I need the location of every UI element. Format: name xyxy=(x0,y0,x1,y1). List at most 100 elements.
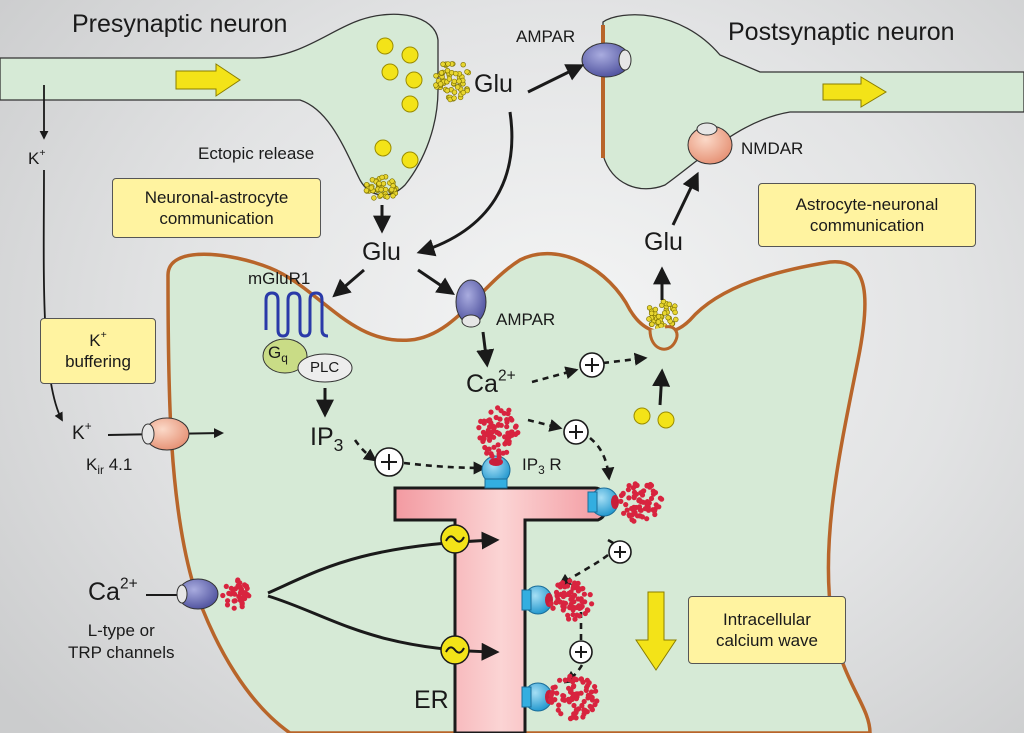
glutamate-molecule xyxy=(673,316,679,323)
plus-circle xyxy=(569,640,593,664)
calcium-ion xyxy=(584,684,590,691)
glutamate-molecule xyxy=(453,70,459,77)
astrocyte-release-site xyxy=(648,325,679,351)
glutamate-molecule xyxy=(460,89,466,96)
calcium-wave-arrow xyxy=(635,591,677,671)
calcium-influx-label: Ca2+ xyxy=(88,575,138,606)
glutamate-molecule xyxy=(672,309,678,316)
glutamate-cluster-synaptic xyxy=(433,61,472,103)
calcium-ion xyxy=(562,584,568,590)
calcium-ion xyxy=(648,495,655,502)
calcium-ion xyxy=(237,595,243,601)
calcium-ion xyxy=(636,504,643,510)
glutamate-molecule xyxy=(444,87,450,94)
calcium-ion xyxy=(644,516,650,522)
calcium-ion xyxy=(584,677,590,683)
g-alpha-protein xyxy=(262,338,308,374)
calcium-ion xyxy=(512,424,519,430)
calcium-ion xyxy=(644,482,650,488)
calcium-ion xyxy=(493,414,499,421)
calcium-ion xyxy=(488,451,494,457)
calcium-ion xyxy=(587,592,593,598)
glutamate-molecule xyxy=(382,186,389,193)
calcium-ion xyxy=(639,499,645,505)
ip3-receptors xyxy=(481,455,619,712)
g-alpha-label: Gq xyxy=(268,343,288,366)
calcium-ion xyxy=(223,583,229,590)
calcium-ion xyxy=(567,578,573,584)
calcium-ion xyxy=(634,482,640,488)
calcium-ion xyxy=(571,702,577,709)
plus-circle xyxy=(608,540,632,564)
glutamate-molecule xyxy=(652,306,659,313)
calcium-ion xyxy=(554,593,560,599)
presynaptic-signal-arrow xyxy=(175,63,241,97)
calcium-ion xyxy=(570,691,576,697)
calcium-ion xyxy=(240,589,246,596)
calcium-ion xyxy=(560,697,566,703)
calcium-ion xyxy=(230,589,236,595)
calcium-ion xyxy=(562,677,568,683)
calcium-ion xyxy=(244,585,250,592)
calcium-ion xyxy=(480,429,486,435)
glutamate-molecule xyxy=(438,70,445,76)
er-label: ER xyxy=(414,686,449,714)
calcium-ion xyxy=(582,707,588,714)
calcium-ion xyxy=(620,491,626,497)
calcium-ion xyxy=(575,585,582,592)
k-ion-inner-label: K+ xyxy=(72,420,92,444)
calcium-ion xyxy=(588,704,595,710)
calcium-ion xyxy=(570,594,576,600)
astrocyte-neuronal-box: Astrocyte-neuronal communication xyxy=(758,183,976,247)
glutamate-molecule xyxy=(390,193,396,199)
glutamate-molecule xyxy=(666,301,672,307)
calcium-ion xyxy=(235,577,241,583)
calcium-ion xyxy=(476,425,482,431)
calcium-ion xyxy=(593,688,599,694)
calcium-ion xyxy=(242,582,248,588)
calcium-ion xyxy=(554,690,560,696)
calcium-ion xyxy=(504,449,510,455)
glutamate-molecule xyxy=(451,78,457,85)
calcium-ion xyxy=(548,601,554,607)
neuronal-astrocyte-box: Neuronal-astrocyte communication xyxy=(112,178,321,238)
glutamate-molecule xyxy=(389,186,395,193)
glutamate-molecule xyxy=(389,178,395,184)
glutamate-molecule xyxy=(440,61,446,67)
glu-label: Glu xyxy=(362,238,401,266)
glutamate-molecule xyxy=(649,321,655,327)
calcium-ion xyxy=(589,601,595,607)
ampar-top-label: AMPAR xyxy=(516,27,576,46)
ip3-receptor xyxy=(521,682,553,712)
calcium-ion xyxy=(621,510,627,516)
calcium-ion xyxy=(637,513,643,519)
ampar-astrocyte-label: AMPAR xyxy=(496,310,556,329)
calcium-ion xyxy=(639,492,646,498)
tilde-indicators xyxy=(440,524,470,665)
calcium-ion xyxy=(225,598,231,604)
ampar-postsynaptic-receptor xyxy=(581,42,632,78)
calcium-ion xyxy=(656,504,662,510)
glutamate-cluster-astro xyxy=(646,298,679,331)
calcium-ion xyxy=(237,584,243,590)
calcium-ion xyxy=(496,451,502,457)
plus-circle xyxy=(579,352,605,378)
calcium-ion xyxy=(573,691,580,697)
calcium-clusters xyxy=(220,405,665,722)
calcium-ion xyxy=(549,699,555,705)
calcium-ion xyxy=(618,498,624,504)
calcium-ion xyxy=(487,417,493,423)
glutamate-molecule xyxy=(433,73,439,79)
calcium-ion xyxy=(486,446,492,452)
glutamate-molecule xyxy=(655,319,662,325)
calcium-ion xyxy=(565,612,571,618)
calcium-ion xyxy=(629,517,635,523)
presynaptic-neuron xyxy=(0,13,439,196)
calcium-ion xyxy=(506,438,512,445)
calcium-ion xyxy=(232,598,238,604)
calcium-ion xyxy=(505,411,511,417)
calcium-ion xyxy=(504,424,510,430)
calcium-ion xyxy=(570,607,576,613)
glutamate-molecule xyxy=(464,69,470,75)
